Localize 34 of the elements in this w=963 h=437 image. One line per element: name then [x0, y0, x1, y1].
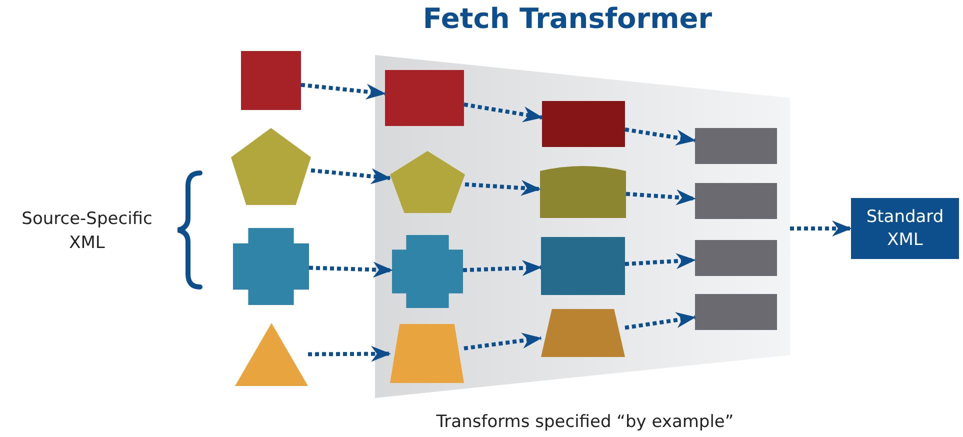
rectangle-shape: [695, 183, 777, 219]
arrow: [624, 128, 696, 146]
triangle-shape: [235, 323, 308, 386]
output-box: [851, 198, 959, 259]
arrow: [308, 346, 391, 362]
arrow: [462, 260, 542, 276]
arrow: [464, 180, 541, 196]
pentagon-shape: [390, 151, 465, 213]
cross-shape: [233, 228, 309, 305]
rectangle-shape: [542, 101, 625, 147]
pentagon-shape: [231, 128, 311, 205]
arrow: [624, 312, 696, 330]
rectangle-shape: [385, 70, 464, 126]
trapezoid-shape: [390, 324, 464, 383]
rectangle-shape: [695, 240, 777, 276]
rectangle-shape: [541, 237, 625, 295]
node-label: Standard XML: [865, 206, 945, 251]
arrow: [308, 262, 393, 278]
group-label: Source-Specific XML: [20, 208, 154, 255]
arrow: [624, 253, 696, 270]
arrow: [300, 82, 386, 100]
rectangle-shape: [695, 294, 777, 330]
caption: Transforms specified “by example”: [435, 412, 735, 432]
arrow: [310, 168, 391, 184]
transformer-panel: [375, 55, 790, 398]
arrow: [464, 332, 542, 350]
rectangle-shape: [241, 51, 301, 110]
title: Fetch Transformer: [422, 2, 714, 35]
arrow: [790, 220, 852, 236]
arrow: [626, 189, 696, 206]
cross-shape: [392, 235, 463, 308]
arrow: [464, 102, 543, 122]
rectangle-shape: [695, 128, 777, 164]
trapezoid-shape: [541, 309, 625, 357]
